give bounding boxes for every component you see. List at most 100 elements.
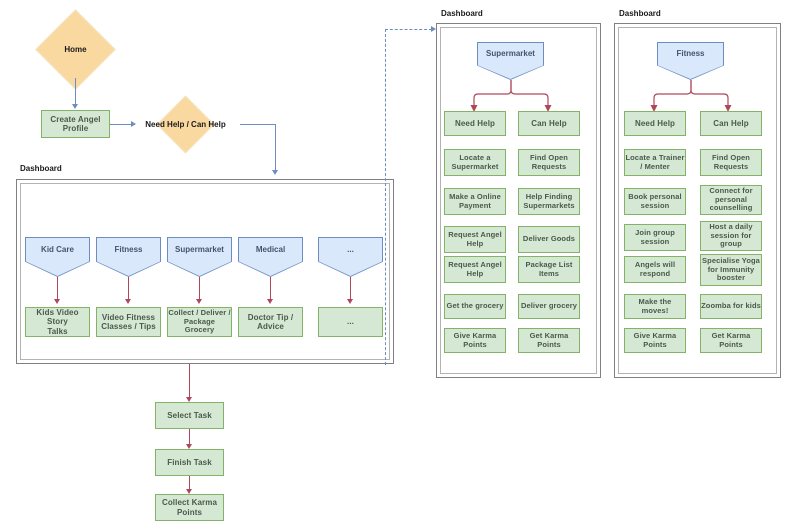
- sm-c4-l1: Deliver grocery: [520, 301, 578, 311]
- node-action-supermarket[interactable]: Collect / Deliver / Package Grocery: [167, 307, 232, 337]
- node-select-task[interactable]: Select Task: [155, 402, 224, 429]
- supermarket-can-item-0[interactable]: Find Open Requests: [518, 149, 580, 176]
- arrow-dashed-to-supermarket-panel: [431, 25, 436, 32]
- fitness-can-item-2[interactable]: Host a daily session for group: [700, 221, 762, 251]
- sm-n2-l2: Help: [466, 238, 484, 248]
- fitness-can-item-0[interactable]: Find Open Requests: [700, 149, 762, 176]
- sm-n3-l2: Help: [466, 268, 484, 278]
- supermarket-column-header-need-help[interactable]: Need Help: [444, 111, 506, 136]
- supermarket-can-item-4[interactable]: Deliver grocery: [518, 294, 580, 319]
- ft-n2-l1: Join group: [635, 227, 675, 237]
- finish-task-label: Finish Task: [167, 457, 212, 467]
- fitness-can-item-4[interactable]: Zoomba for kids: [700, 294, 762, 319]
- sm-n5-l1: Give Karma: [453, 330, 497, 340]
- sm-c3-l1: Package List: [525, 259, 573, 269]
- node-action-kid-care[interactable]: Kids Video Story Talks: [25, 307, 90, 337]
- supermarket-column-header-can-help[interactable]: Can Help: [518, 111, 580, 136]
- fitness-label: Fitness: [114, 244, 143, 254]
- ft-c3-l1: Specialise Yoga: [702, 256, 760, 266]
- supermarket-need-item-2[interactable]: Request Angel Help: [444, 226, 506, 253]
- supermarket-need-item-1[interactable]: Make a Online Payment: [444, 188, 506, 215]
- node-action-fitness[interactable]: Video Fitness Classes / Tips: [96, 307, 161, 337]
- arrow-medical: [266, 299, 273, 304]
- fitness-need-item-4[interactable]: Make the moves!: [624, 294, 686, 319]
- supermarket-need-item-3[interactable]: Request Angel Help: [444, 256, 506, 283]
- node-finish-task[interactable]: Finish Task: [155, 449, 224, 476]
- ft-c2-l1: Host a daily: [709, 222, 753, 232]
- arrow-dashboard-to-select-task: [185, 397, 192, 402]
- ft-n3-l1: Angels will: [634, 259, 676, 269]
- fitness-action-line1: Video Fitness: [101, 312, 156, 322]
- node-need-help-can-help[interactable]: Need Help / Can Help: [145, 95, 226, 154]
- sm-c0-l2: Requests: [531, 161, 567, 171]
- node-collect-karma-points[interactable]: Collect Karma Points: [155, 494, 224, 521]
- sm-n3-l1: Request Angel: [448, 259, 502, 269]
- arrow-home-to-profile: [71, 104, 78, 109]
- node-fitness-root[interactable]: Fitness: [657, 42, 724, 80]
- sm-n5-l2: Points: [463, 339, 487, 349]
- ft-c1-l1: Connect for: [709, 186, 753, 196]
- ft-c1-l3: counselling: [709, 203, 753, 213]
- fitness-need-item-0[interactable]: Locate a Trainer / Menter: [624, 149, 686, 176]
- connector-kidcare: [57, 277, 58, 302]
- supermarket-need-item-4[interactable]: Get the grocery: [444, 294, 506, 319]
- sm-n1-l2: Payment: [459, 200, 491, 210]
- fitness-column-header-can-help[interactable]: Can Help: [700, 111, 762, 136]
- supermarket-need-item-5[interactable]: Give Karma Points: [444, 328, 506, 353]
- ft-n5-l2: Points: [643, 339, 667, 349]
- supermarket-can-item-3[interactable]: Package List Items: [518, 256, 580, 283]
- home-label: Home: [64, 45, 87, 54]
- connector-profile-to-needhelp: [110, 124, 132, 125]
- create-profile-line1: Create Angel: [50, 114, 101, 124]
- fitness-need-item-5[interactable]: Give Karma Points: [624, 328, 686, 353]
- kid-care-label: Kid Care: [41, 244, 74, 254]
- arrow-more: [346, 299, 353, 304]
- connector-finish-to-karma: [189, 476, 190, 492]
- node-create-angel-profile[interactable]: Create Angel Profile: [41, 110, 110, 138]
- ft-n2-l2: session: [640, 236, 670, 246]
- node-category-medical[interactable]: Medical: [238, 237, 303, 277]
- fitness-can-item-5[interactable]: Get Karma Points: [700, 328, 762, 353]
- fitness-need-item-1[interactable]: Book personal session: [624, 188, 686, 215]
- connector-fitness: [128, 277, 129, 302]
- sm-c5-l2: Points: [537, 339, 561, 349]
- fitness-can-item-3[interactable]: Specialise Yoga for Immunity booster: [700, 254, 762, 286]
- sm-c5-l1: Get Karma: [529, 330, 569, 340]
- ft-c2-l3: group: [720, 239, 742, 249]
- node-category-more[interactable]: ...: [318, 237, 383, 277]
- supermarket-branch-connector: [466, 80, 556, 112]
- connector-select-to-finish: [189, 429, 190, 447]
- supermarket-action-line3: Grocery: [184, 325, 215, 335]
- ft-c3-l2: for Immunity: [707, 264, 755, 274]
- node-supermarket-root[interactable]: Supermarket: [477, 42, 544, 80]
- supermarket-can-item-2[interactable]: Deliver Goods: [518, 226, 580, 253]
- sm-c1-l2: Supermarkets: [523, 200, 575, 210]
- sm-n0-l2: Supermarket: [451, 161, 499, 171]
- supermarket-action-line2: Package: [183, 316, 216, 326]
- node-action-medical[interactable]: Doctor Tip / Advice: [238, 307, 303, 337]
- fitness-can-item-1[interactable]: Connect for personal counselling: [700, 185, 762, 215]
- supermarket-can-item-1[interactable]: Help Finding Supermarkets: [518, 188, 580, 215]
- fitness-branch-connector: [646, 80, 736, 112]
- fitness-need-item-3[interactable]: Angels will respond: [624, 256, 686, 283]
- node-category-kid-care[interactable]: Kid Care: [25, 237, 90, 277]
- node-home[interactable]: Home: [35, 9, 116, 90]
- select-task-label: Select Task: [167, 410, 212, 420]
- fitness-column-header-need-help[interactable]: Need Help: [624, 111, 686, 136]
- node-category-fitness[interactable]: Fitness: [96, 237, 161, 277]
- supermarket-can-help-label: Can Help: [531, 118, 567, 128]
- kid-care-action-line2: Talks: [47, 326, 68, 336]
- supermarket-root-label: Supermarket: [486, 49, 535, 59]
- supermarket-need-item-0[interactable]: Locate a Supermarket: [444, 149, 506, 176]
- node-action-more[interactable]: ...: [318, 307, 383, 337]
- ft-n1-l1: Book personal: [628, 191, 682, 201]
- fitness-need-item-2[interactable]: Join group session: [624, 224, 686, 251]
- connector-medical: [270, 277, 271, 302]
- ft-c2-l2: session for: [710, 230, 752, 240]
- supermarket-can-item-5[interactable]: Get Karma Points: [518, 328, 580, 353]
- fitness-dashboard-title: Dashboard: [619, 9, 661, 18]
- fitness-root-label: Fitness: [676, 49, 705, 59]
- node-category-supermarket[interactable]: Supermarket: [167, 237, 232, 277]
- sm-n2-l1: Request Angel: [448, 229, 502, 239]
